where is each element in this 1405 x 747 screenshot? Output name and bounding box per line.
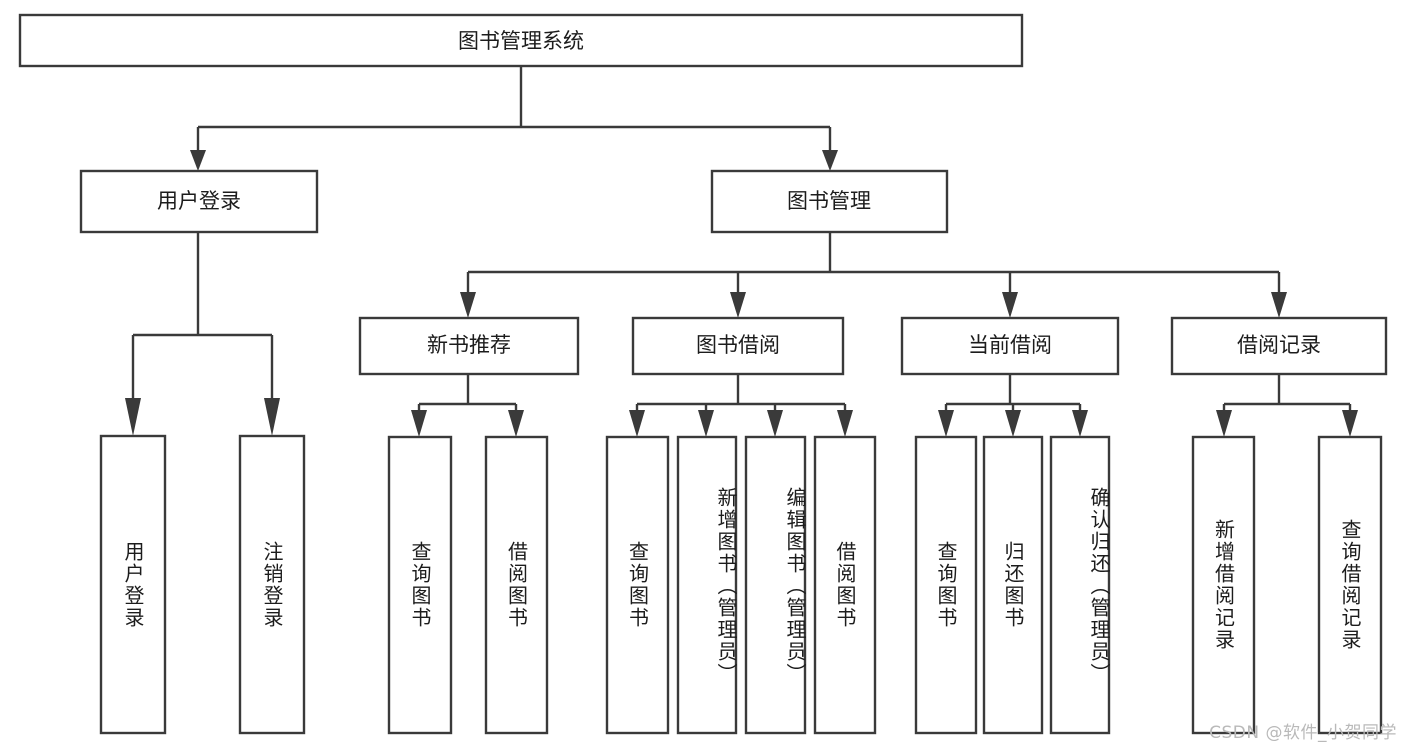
leaf-box-edit-book[interactable]: [744, 435, 807, 735]
arrow-head-leaf-return-book: [1005, 410, 1021, 437]
node-borrow-record[interactable]: 借阅记录: [1170, 316, 1388, 376]
csdn-watermark: CSDN @软件_小贺同学: [1209, 723, 1397, 743]
node-current-borrow[interactable]: 当前借阅: [900, 316, 1120, 376]
arrow-head-current-borrow: [1002, 292, 1018, 318]
node-user-login-box[interactable]: [79, 169, 319, 234]
leaf-box-query-book-3[interactable]: [914, 435, 978, 735]
node-book-borrow-box[interactable]: [631, 316, 845, 376]
arrow-head-leaf-user-login: [125, 398, 141, 436]
arrow-head-leaf-query-book-2: [629, 410, 645, 437]
arrow-head-book-borrow: [730, 292, 746, 318]
arrow-head-leaf-borrow-book-1: [508, 410, 524, 437]
leaf-box-query-book-1[interactable]: [387, 435, 453, 735]
node-root-label: 图书管理系统: [458, 29, 584, 53]
leaf-boxes-book-borrow: [605, 435, 877, 735]
node-book-borrow[interactable]: 图书借阅: [631, 316, 845, 376]
node-user-login[interactable]: 用户登录: [79, 169, 319, 234]
connector-group-borrow-record: [1216, 374, 1358, 437]
arrow-head-leaf-query-record: [1342, 410, 1358, 437]
arrow-head-leaf-add-record: [1216, 410, 1232, 437]
arrow-head-leaf-query-book-3: [938, 410, 954, 437]
leaf-boxes-borrow-record: [1191, 435, 1383, 735]
connector-group-current-borrow: [938, 374, 1088, 437]
leaf-boxes-current-borrow: [914, 435, 1111, 735]
arrow-head-borrow-record: [1271, 292, 1287, 318]
arrow-head-new-book-recommend: [460, 292, 476, 318]
node-root-system[interactable]: 图书管理系统: [18, 13, 1024, 68]
leaf-box-borrow-book-1[interactable]: [484, 435, 549, 735]
node-current-borrow-box[interactable]: [900, 316, 1120, 376]
arrow-head-user-login: [190, 150, 206, 171]
node-new-book-recommend-box[interactable]: [358, 316, 580, 376]
leaf-boxes-user-login: [99, 434, 306, 735]
node-root-box[interactable]: [18, 13, 1024, 68]
leaf-box-logout[interactable]: [238, 434, 306, 735]
leaf-box-user-login[interactable]: [99, 434, 167, 735]
connector-group-book-manage: [460, 232, 1287, 318]
node-borrow-record-label: 借阅记录: [1237, 333, 1321, 357]
arrow-head-leaf-add-book: [698, 410, 714, 437]
arrow-head-leaf-edit-book: [767, 410, 783, 437]
connector-group-root: [190, 66, 838, 171]
node-new-book-recommend[interactable]: 新书推荐: [358, 316, 580, 376]
arrow-head-leaf-confirm-return: [1072, 410, 1088, 437]
arrow-head-leaf-logout: [264, 398, 280, 436]
arrow-head-book-manage: [822, 150, 838, 171]
arrow-head-leaf-query-book-1: [411, 410, 427, 437]
connector-group-new-book-recommend: [411, 374, 524, 437]
node-borrow-record-box[interactable]: [1170, 316, 1388, 376]
node-book-manage[interactable]: 图书管理: [710, 169, 949, 234]
arrow-head-leaf-borrow-book-2: [837, 410, 853, 437]
connector-group-book-borrow: [629, 374, 853, 437]
leaf-box-return-book[interactable]: [982, 435, 1044, 735]
connector-group-user-login: [125, 232, 280, 436]
node-book-borrow-label: 图书借阅: [696, 333, 780, 357]
leaf-box-query-book-2[interactable]: [605, 435, 670, 735]
node-book-manage-label: 图书管理: [787, 189, 871, 213]
node-book-manage-box[interactable]: [710, 169, 949, 234]
node-current-borrow-label: 当前借阅: [968, 333, 1052, 357]
leaf-box-add-book[interactable]: [676, 435, 738, 735]
node-user-login-label: 用户登录: [157, 189, 241, 213]
node-new-book-recommend-label: 新书推荐: [427, 333, 511, 357]
leaf-box-add-record[interactable]: [1191, 435, 1256, 735]
leaf-boxes-new-book-recommend: [387, 435, 549, 735]
leaf-box-confirm-return[interactable]: [1049, 435, 1111, 735]
leaf-box-query-record[interactable]: [1317, 435, 1383, 735]
leaf-box-borrow-book-2[interactable]: [813, 435, 877, 735]
